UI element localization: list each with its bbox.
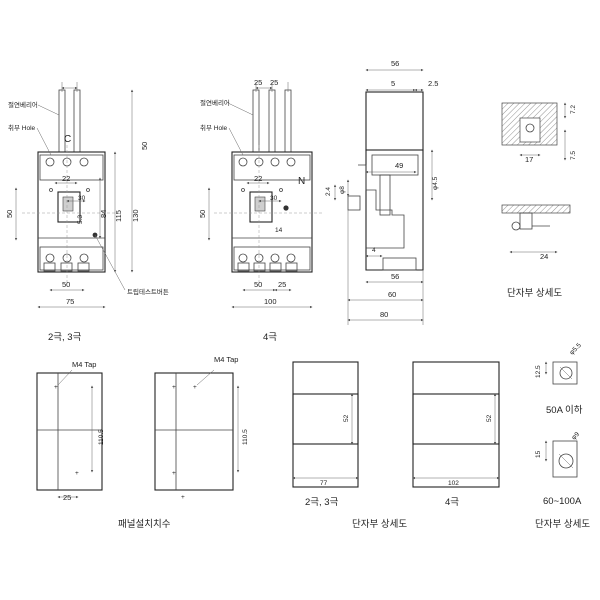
dim-22-1: 22 xyxy=(62,174,70,183)
mark-c: C xyxy=(64,134,71,145)
dim-50-h1: 50 xyxy=(62,280,70,289)
dim-22-2: 22 xyxy=(254,174,262,183)
dim-56-top: 56 xyxy=(391,59,399,68)
label-mounting-hole-2: 취부 Hole xyxy=(200,124,228,132)
dim-2-5: 2.5 xyxy=(428,79,438,88)
dim-50-v3: 50 xyxy=(198,210,207,218)
side-view: 56 5 2.5 49 φ8 φ4.5 2.4 4 56 60 80 xyxy=(325,59,439,325)
dim-phi4-5: φ4.5 xyxy=(432,176,439,190)
dim-77: 77 xyxy=(320,480,328,487)
mark-n: N xyxy=(298,176,305,187)
dim-49: 49 xyxy=(395,161,403,170)
terminal-cover-3pole: 52 77 2극, 3극 xyxy=(292,361,359,508)
tap-cross-2b: + xyxy=(193,384,197,391)
dim-52-1: 52 xyxy=(343,414,350,422)
terminal-detail-top: 7.2 7.5 17 24 단자부 상세도 xyxy=(501,102,577,299)
caption-60-100a: 60~100A xyxy=(543,496,582,507)
dim-7-2: 7.2 xyxy=(570,105,577,114)
dim-15: 15 xyxy=(535,450,542,458)
dim-130: 130 xyxy=(131,209,140,222)
dim-14: 14 xyxy=(275,227,283,234)
dim-5-3: 5.3 xyxy=(77,215,84,224)
panel-mounting-4pole: + + + + M4 Tap 110.5 xyxy=(154,355,249,501)
dim-25-5: 25 xyxy=(63,493,71,502)
dim-115: 115 xyxy=(114,210,123,222)
dim-17: 17 xyxy=(525,155,533,164)
dim-25-3: 25 xyxy=(270,78,278,87)
caption-terminal-detail-2: 단자부 상세도 xyxy=(352,519,407,530)
tap-cross-1a: + xyxy=(54,384,58,391)
front-view-3pole: C 절연베리어 취부 Hole 22 30 5.3 84 115 130 50 … xyxy=(5,82,169,343)
dim-7-5: 7.5 xyxy=(570,151,577,160)
dim-phi5-5: φ5.5 xyxy=(568,342,583,357)
dim-25-2: 25 xyxy=(254,78,262,87)
terminal-hole-50a: φ5.5 12.5 50A 이하 xyxy=(535,342,583,416)
caption-pole-2-3: 2극, 3극 xyxy=(48,332,82,343)
dim-110-5-1: 110.5 xyxy=(98,429,105,445)
caption-pole-4-b: 4극 xyxy=(445,497,459,508)
dim-25-4: 25 xyxy=(278,280,286,289)
dim-12-5: 12.5 xyxy=(535,365,542,378)
dim-5-top: 5 xyxy=(391,79,395,88)
dim-30-2: 30 xyxy=(270,195,278,202)
dim-50-h2: 50 xyxy=(254,280,262,289)
caption-pole-4: 4극 xyxy=(263,332,277,343)
dim-4: 4 xyxy=(372,247,376,254)
tap-cross-2d: + xyxy=(181,494,185,501)
dim-80: 80 xyxy=(380,310,388,319)
terminal-cover-4pole: 52 102 4극 xyxy=(412,361,500,508)
dim-52-2: 52 xyxy=(486,414,493,422)
dim-24: 24 xyxy=(540,252,548,261)
label-insulation-barrier-2: 절연베리어 xyxy=(200,98,230,107)
tap-cross-1b: + xyxy=(75,470,79,477)
caption-terminal-detail-1: 단자부 상세도 xyxy=(507,288,562,299)
caption-under-50a: 50A 이하 xyxy=(546,404,583,416)
dim-phi8: φ8 xyxy=(339,186,346,194)
dim-30-1: 30 xyxy=(78,195,86,202)
front-view-4pole: 25 25 N 절연베리어 취부 Hole 22 3 xyxy=(198,78,322,343)
label-trip-test-button: 트립테스트버튼 xyxy=(127,287,169,296)
dim-84: 84 xyxy=(99,210,108,218)
label-m4-tap-1: M4 Tap xyxy=(72,360,96,369)
terminal-hole-60-100a: φ9 15 60~100A xyxy=(535,431,582,507)
dim-56-bottom: 56 xyxy=(391,272,399,281)
caption-panel-dimensions: 패널설치치수 xyxy=(118,518,171,530)
label-mounting-hole-1: 취부 Hole xyxy=(8,124,36,132)
panel-mounting-3pole: + + M4 Tap 110.5 25 xyxy=(36,360,105,502)
dim-60: 60 xyxy=(388,290,396,299)
caption-pole-2-3-b: 2극, 3극 xyxy=(305,497,339,508)
label-insulation-barrier-1: 절연베리어 xyxy=(8,100,38,109)
dim-100: 100 xyxy=(264,297,277,306)
label-m4-tap-2: M4 Tap xyxy=(214,355,238,364)
tap-cross-2c: + xyxy=(172,470,176,477)
dim-50-v2: 50 xyxy=(5,210,14,218)
caption-terminal-detail-3: 단자부 상세도 xyxy=(535,519,590,530)
dim-102: 102 xyxy=(448,480,459,487)
tap-cross-2a: + xyxy=(172,384,176,391)
dim-50-v1: 50 xyxy=(140,142,149,150)
dim-110-5-2: 110.5 xyxy=(242,429,249,445)
dim-2-4: 2.4 xyxy=(325,187,332,196)
dim-phi9: φ9 xyxy=(570,431,581,442)
dim-75: 75 xyxy=(66,297,74,306)
